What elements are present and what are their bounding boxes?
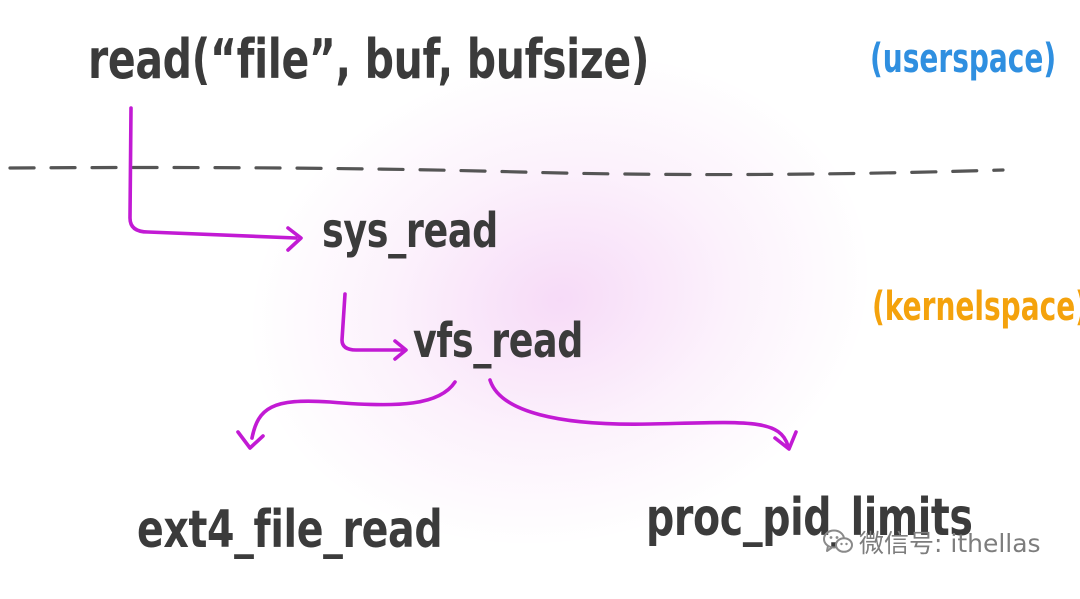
kernelspace-label: (kernelspace) bbox=[872, 284, 1080, 330]
arrow-vfs-read-to-proc bbox=[488, 378, 790, 448]
watermark: 微信号: ithellas bbox=[823, 524, 1041, 560]
arrow-read-to-sys-read bbox=[128, 106, 298, 240]
ext4-file-read-node: ext4_file_read bbox=[137, 500, 443, 560]
arrowhead-proc bbox=[773, 430, 798, 451]
arrow-sys-read-to-vfs-read bbox=[340, 292, 405, 352]
user-kernel-divider bbox=[8, 165, 1005, 177]
arrowhead-vfs-read bbox=[393, 339, 408, 361]
vfs-read-node: vfs_read bbox=[413, 313, 584, 369]
sys-read-node: sys_read bbox=[322, 203, 498, 259]
watermark-text: 微信号: ithellas bbox=[859, 529, 1041, 558]
call-arrows bbox=[128, 106, 798, 451]
arrowhead-ext4 bbox=[236, 430, 265, 450]
userspace-label: (userspace) bbox=[870, 36, 1057, 82]
userspace-read-call: read(“file”, buf, bufsize) bbox=[88, 28, 650, 91]
arrowhead-sys-read bbox=[286, 226, 303, 252]
flow-arrows bbox=[8, 106, 1005, 451]
arrow-vfs-read-to-ext4 bbox=[250, 380, 457, 440]
proc-pid-limits-node: proc_pid_limits bbox=[646, 488, 973, 548]
wechat-icon bbox=[823, 529, 853, 553]
